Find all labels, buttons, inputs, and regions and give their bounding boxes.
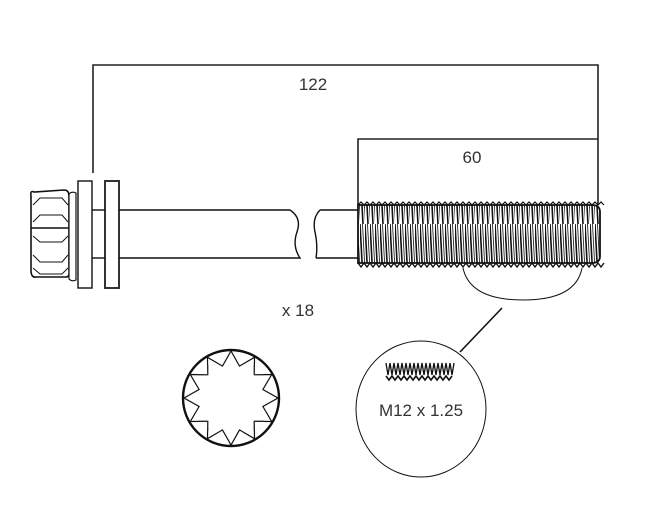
- corner-mark: [198, 420, 209, 431]
- thread-detail-icon: [385, 362, 456, 382]
- dimension-line-thread: [357, 138, 598, 205]
- thread-spec-label: M12 x 1.25: [379, 401, 463, 420]
- dimension-122: 122: [92, 64, 599, 205]
- dimension-label-thread: 60: [463, 148, 482, 167]
- bolt-head: [30, 189, 77, 282]
- corner-mark: [198, 365, 209, 376]
- head-end-view: [181, 348, 281, 448]
- threaded-section: [357, 201, 605, 269]
- dimension-line-overall: [92, 64, 599, 205]
- corner-mark: [253, 365, 264, 376]
- washer-back: [104, 180, 120, 289]
- bolt-shank: [92, 209, 360, 259]
- washer-front: [77, 180, 93, 289]
- quantity-label: x 18: [282, 301, 314, 320]
- dimension-label-overall: 122: [299, 75, 327, 94]
- star-outline: [182, 349, 280, 447]
- dimension-60: 60: [357, 138, 598, 205]
- callout-leader-line: [459, 307, 503, 353]
- twelve-point-star-icon: [182, 349, 280, 447]
- corner-mark: [253, 420, 264, 431]
- break-line-right: [313, 209, 321, 259]
- thread-detail-bubble: M12 x 1.25: [355, 340, 487, 478]
- detail-highlight-ellipse: [462, 267, 583, 301]
- break-line-left: [289, 209, 302, 259]
